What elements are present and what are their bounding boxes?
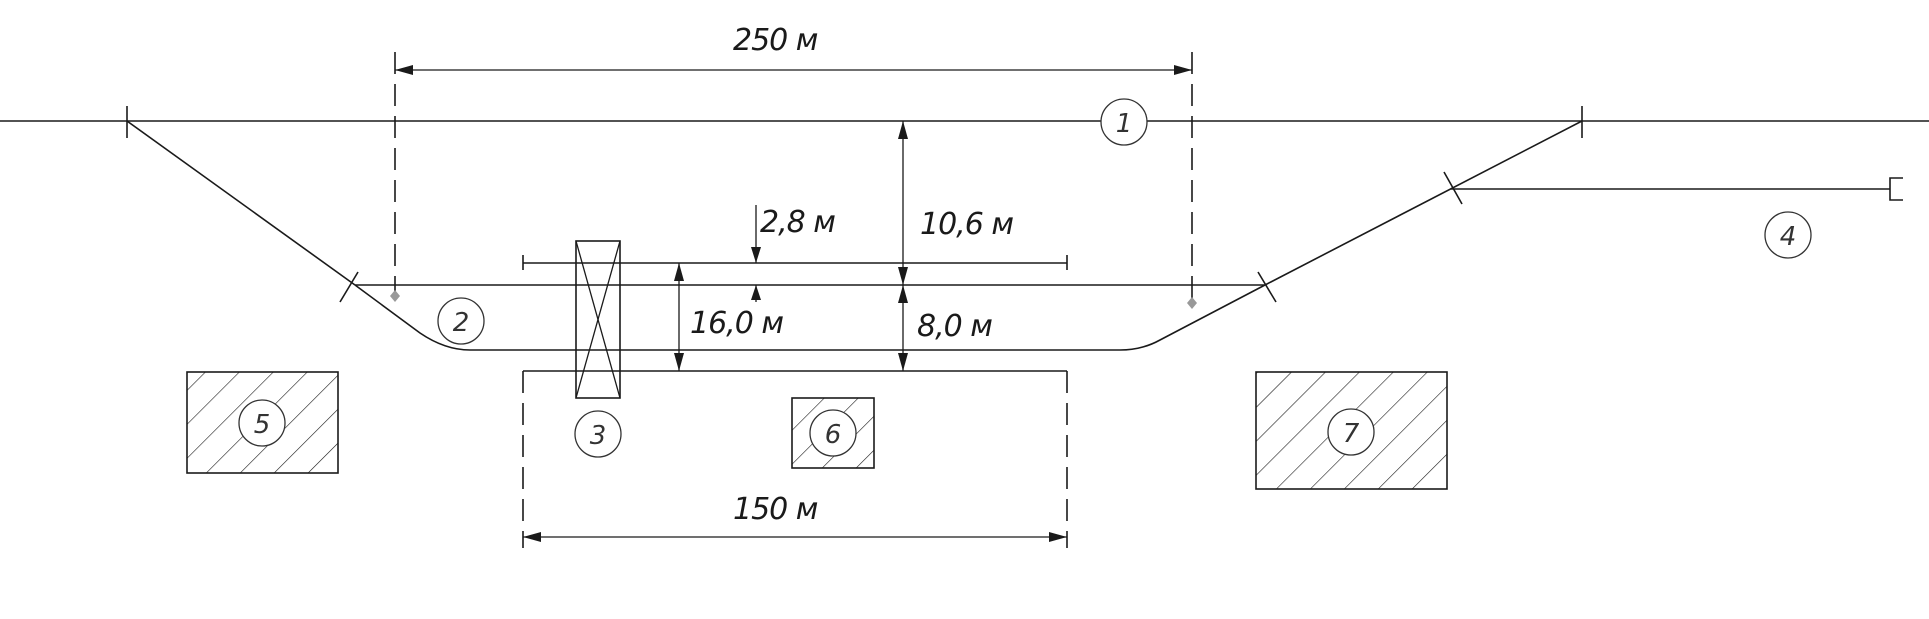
callout-7-label: 7 bbox=[1343, 419, 1360, 449]
building-7-outline bbox=[1255, 371, 1448, 490]
arrow-16-0-bottom bbox=[674, 353, 684, 371]
callout-6: 6 bbox=[809, 409, 857, 457]
left-crossover bbox=[126, 120, 356, 286]
callout-7: 7 bbox=[1327, 408, 1375, 456]
callout-1-label: 1 bbox=[1116, 109, 1133, 139]
arrow-10-6-top bbox=[898, 121, 908, 139]
arrow-250-left bbox=[395, 65, 413, 75]
callout-1: 1 bbox=[1100, 98, 1148, 146]
siding-track-outline bbox=[354, 284, 1266, 351]
arrow-10-6-bottom bbox=[898, 267, 908, 285]
arrow-2-8-up bbox=[751, 285, 761, 300]
arrow-150-right bbox=[1049, 532, 1067, 542]
dim-label-10-6: 10,6 м bbox=[920, 207, 1013, 242]
signal-marker-right bbox=[1187, 297, 1197, 309]
callout-4-label: 4 bbox=[1780, 222, 1797, 252]
switch-mark-siding-left bbox=[339, 271, 359, 303]
dim-label-250: 250 м bbox=[733, 23, 818, 58]
callout-3-label: 3 bbox=[590, 421, 607, 451]
dim-label-150: 150 м bbox=[733, 492, 818, 527]
callout-2-label: 2 bbox=[453, 308, 470, 338]
dim-label-8-0: 8,0 м bbox=[917, 309, 992, 344]
right-crossover bbox=[1264, 120, 1583, 286]
callout-6-label: 6 bbox=[825, 420, 842, 450]
switch-mark-siding-right bbox=[1257, 271, 1277, 303]
callout-3: 3 bbox=[574, 410, 622, 458]
dim-label-2-8: 2,8 м bbox=[760, 205, 835, 240]
switch-mark-branch bbox=[1443, 171, 1463, 205]
building-3-footbridge bbox=[575, 240, 621, 399]
arrow-8-0-top bbox=[898, 285, 908, 303]
callout-5-label: 5 bbox=[254, 410, 271, 440]
callout-4: 4 bbox=[1764, 211, 1812, 259]
arrow-16-0-top bbox=[674, 263, 684, 281]
dim-label-16-0: 16,0 м bbox=[690, 306, 783, 341]
building-5-outline bbox=[186, 371, 339, 474]
arrow-150-left bbox=[523, 532, 541, 542]
building-6-outline bbox=[791, 397, 875, 469]
arrow-2-8-down bbox=[751, 247, 761, 263]
arrow-250-right bbox=[1174, 65, 1192, 75]
callout-5: 5 bbox=[238, 399, 286, 447]
signal-marker-left bbox=[390, 290, 400, 302]
buffer-stop bbox=[1889, 177, 1903, 201]
arrow-8-0-bottom bbox=[898, 353, 908, 371]
building-3-cross-b bbox=[575, 240, 621, 399]
callout-2: 2 bbox=[437, 297, 485, 345]
